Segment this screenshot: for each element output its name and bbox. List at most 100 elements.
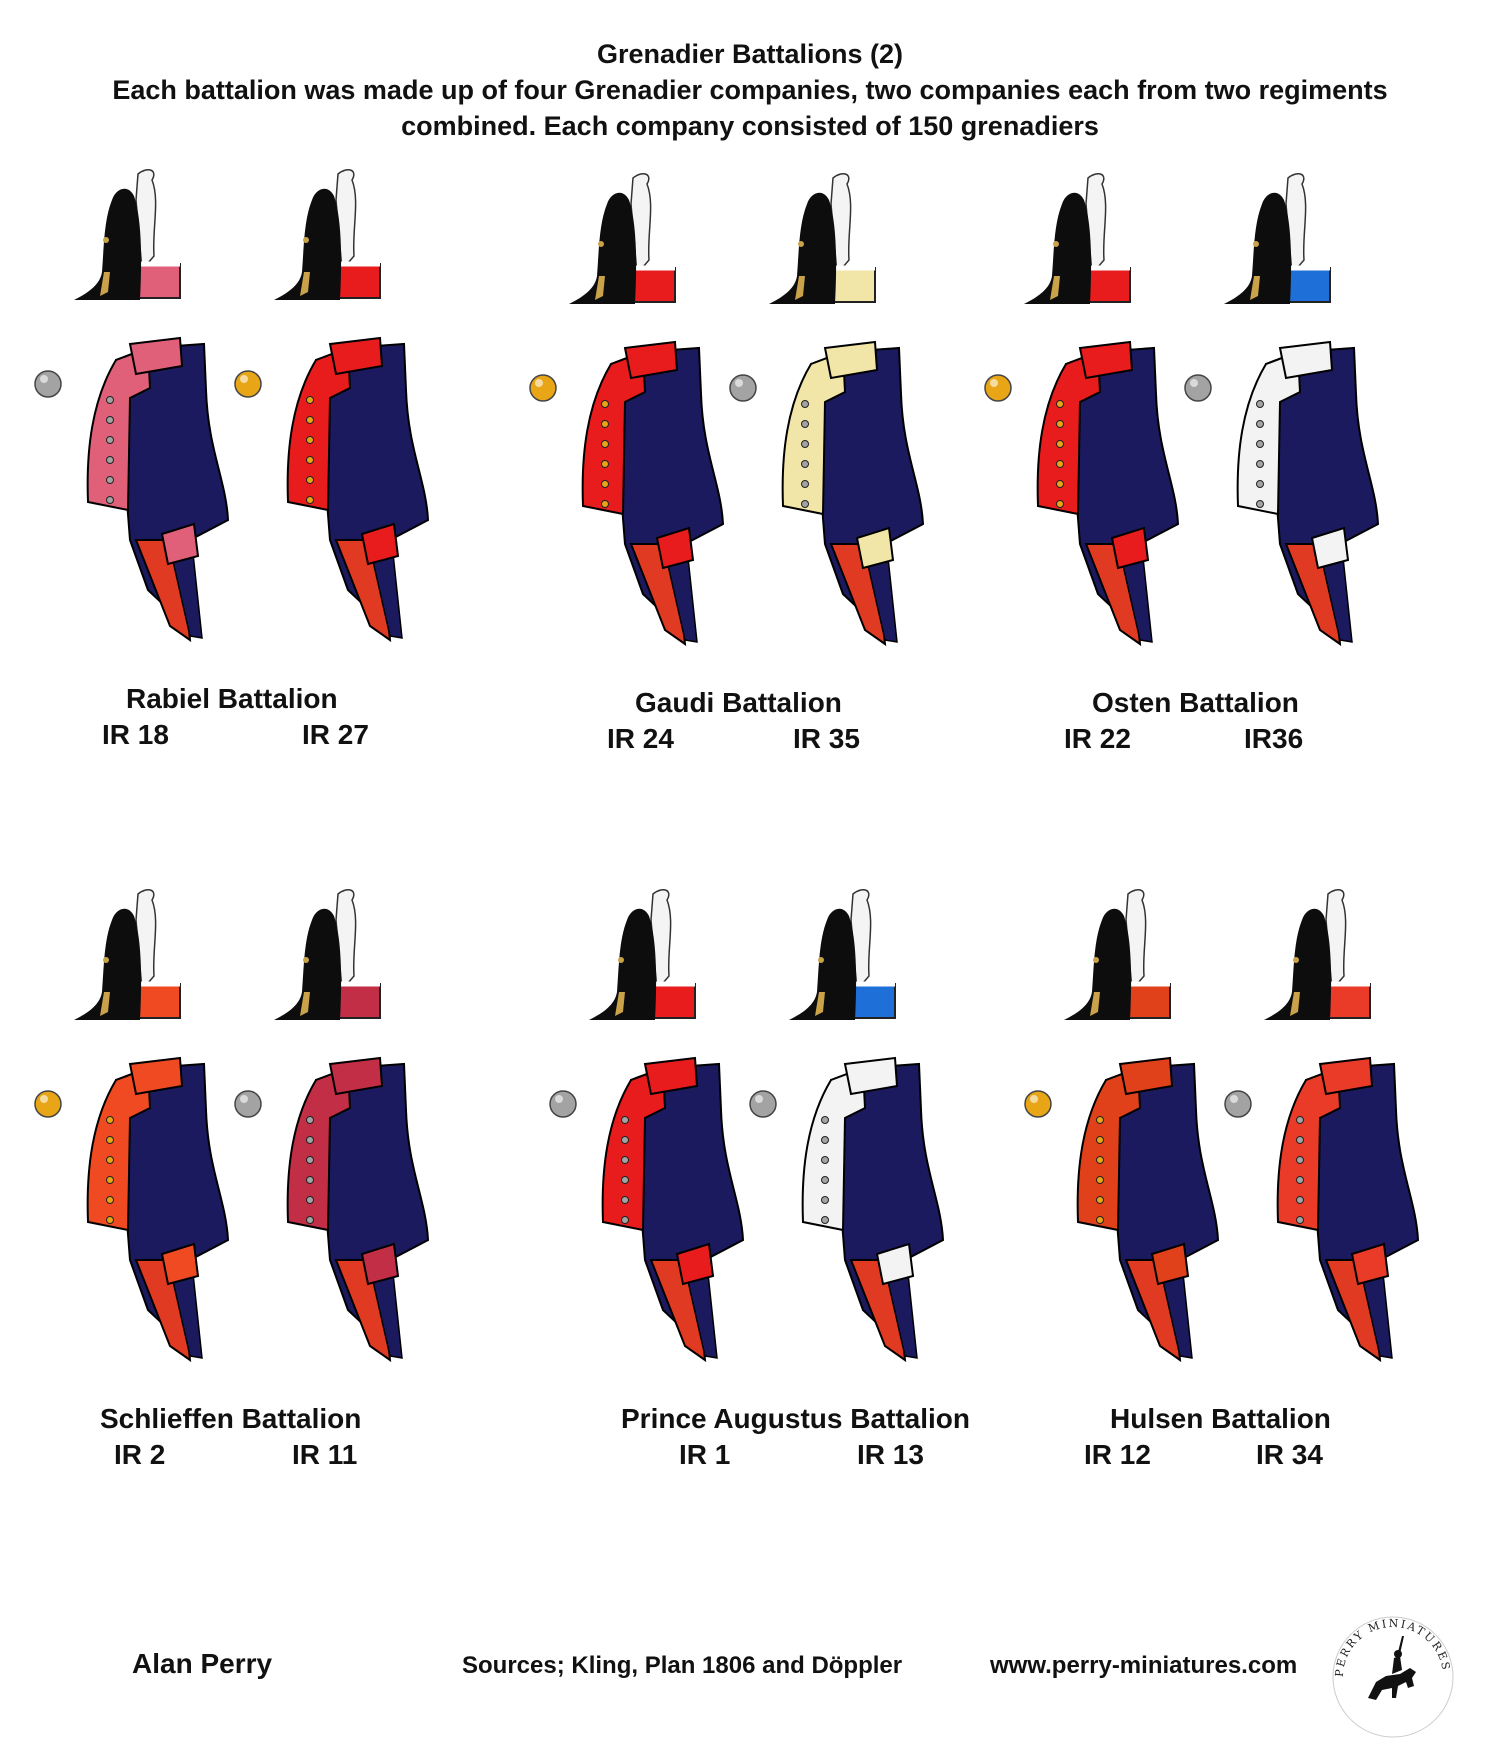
cap-plume bbox=[1125, 889, 1147, 992]
cap-ornament bbox=[618, 957, 624, 963]
coat-button bbox=[106, 1116, 114, 1124]
coat-button bbox=[106, 1196, 114, 1204]
regiment-figure bbox=[1024, 889, 1220, 1363]
coat-button bbox=[801, 500, 809, 508]
regiment-label: IR 1 bbox=[679, 1439, 731, 1470]
coat-button bbox=[106, 396, 114, 404]
uniform-coat bbox=[86, 336, 230, 643]
button-swatch-highlight bbox=[1190, 379, 1198, 387]
uniform-illustrations bbox=[984, 173, 1380, 647]
coat-button bbox=[1256, 440, 1264, 448]
coat-button bbox=[106, 1176, 114, 1184]
uniform-coat bbox=[1236, 340, 1380, 647]
coat-button bbox=[306, 1136, 314, 1144]
coat-button bbox=[1056, 420, 1064, 428]
coat-button bbox=[1056, 480, 1064, 488]
grenadier-cap bbox=[1224, 173, 1331, 304]
cap-ornament bbox=[103, 957, 109, 963]
coat-button bbox=[621, 1196, 629, 1204]
button-swatch-highlight bbox=[735, 379, 743, 387]
coat-button bbox=[1056, 400, 1064, 408]
uniform-coat bbox=[581, 340, 725, 647]
coat-button bbox=[1296, 1176, 1304, 1184]
coat-button bbox=[1256, 400, 1264, 408]
regiment-figure bbox=[729, 173, 925, 647]
coat-button bbox=[1096, 1216, 1104, 1224]
cap-plume bbox=[1285, 173, 1307, 276]
button-swatch bbox=[234, 370, 262, 398]
coat-collar bbox=[843, 1056, 899, 1096]
uniform-illustrations bbox=[1024, 889, 1420, 1363]
regiment-figure bbox=[984, 173, 1180, 647]
coat-button bbox=[821, 1136, 829, 1144]
coat-lapel bbox=[801, 1066, 867, 1232]
battalion-panel-prince-augustus: Prince Augustus Battalion IR 1 IR 13 bbox=[545, 880, 1045, 1520]
uniform-coat bbox=[781, 340, 925, 647]
coat-button bbox=[621, 1136, 629, 1144]
cap-plate bbox=[1250, 276, 1260, 300]
coat-cuff bbox=[655, 526, 695, 570]
coat-button bbox=[601, 460, 609, 468]
button-swatch bbox=[729, 374, 757, 402]
cap-plume bbox=[335, 889, 357, 992]
regiment-figure bbox=[34, 889, 230, 1363]
cap-plate bbox=[300, 992, 310, 1016]
cap-plate bbox=[1090, 992, 1100, 1016]
cap-plume bbox=[1085, 173, 1107, 276]
button-swatch-highlight bbox=[990, 379, 998, 387]
coat-button bbox=[1296, 1196, 1304, 1204]
cap-ornament bbox=[1053, 241, 1059, 247]
regiment-label: IR 35 bbox=[793, 723, 860, 754]
cap-plate bbox=[100, 272, 110, 296]
button-swatch-highlight bbox=[535, 379, 543, 387]
uniform-coat bbox=[286, 1056, 430, 1363]
regiment-figure bbox=[1224, 889, 1420, 1363]
cap-bearskin bbox=[74, 908, 142, 1020]
coat-button bbox=[801, 480, 809, 488]
grenadier-cap bbox=[589, 889, 696, 1020]
uniform-coat bbox=[1276, 1056, 1420, 1363]
coat-button bbox=[821, 1216, 829, 1224]
regiment-label: IR 27 bbox=[302, 719, 369, 750]
coat-button bbox=[306, 1176, 314, 1184]
battalion-name: Hulsen Battalion bbox=[1110, 1403, 1331, 1434]
coat-button bbox=[306, 476, 314, 484]
coat-lapel bbox=[286, 1066, 352, 1232]
coat-collar bbox=[328, 1056, 384, 1096]
uniform-coat bbox=[1036, 340, 1180, 647]
regiment-label: IR 2 bbox=[114, 1439, 166, 1470]
button-swatch-highlight bbox=[1030, 1095, 1038, 1103]
coat-button bbox=[801, 420, 809, 428]
coat-button bbox=[821, 1156, 829, 1164]
cap-bearskin bbox=[789, 908, 857, 1020]
coat-button bbox=[1056, 440, 1064, 448]
coat-cuff bbox=[360, 522, 400, 566]
website-link[interactable]: www.perry-miniatures.com bbox=[990, 1652, 1298, 1679]
cap-bearskin bbox=[74, 188, 142, 300]
battalion-panel-osten: Osten Battalion IR 22 IR36 bbox=[980, 164, 1480, 804]
cap-plume bbox=[1325, 889, 1347, 992]
coat-button bbox=[621, 1116, 629, 1124]
coat-lapel bbox=[286, 346, 352, 512]
button-swatch-highlight bbox=[240, 1095, 248, 1103]
coat-button bbox=[106, 1136, 114, 1144]
cap-plate bbox=[300, 272, 310, 296]
coat-lapel bbox=[86, 346, 152, 512]
coat-lapel bbox=[1236, 350, 1302, 516]
coat-button bbox=[601, 420, 609, 428]
button-swatch bbox=[34, 370, 62, 398]
uniform-coat bbox=[801, 1056, 945, 1363]
grenadier-cap bbox=[274, 889, 381, 1020]
coat-lapel bbox=[781, 350, 847, 516]
coat-cuff bbox=[360, 1242, 400, 1286]
coat-button bbox=[106, 436, 114, 444]
coat-collar bbox=[1118, 1056, 1174, 1096]
cap-plate bbox=[595, 276, 605, 300]
grenadier-cap bbox=[1064, 889, 1171, 1020]
page-title: Grenadier Battalions (2) bbox=[596, 39, 904, 69]
coat-lapel bbox=[601, 1066, 667, 1232]
grenadier-cap bbox=[1264, 889, 1371, 1020]
sources-note: Sources; Kling, Plan 1806 and Döppler bbox=[462, 1652, 903, 1679]
button-swatch bbox=[34, 1090, 62, 1118]
coat-button bbox=[821, 1196, 829, 1204]
